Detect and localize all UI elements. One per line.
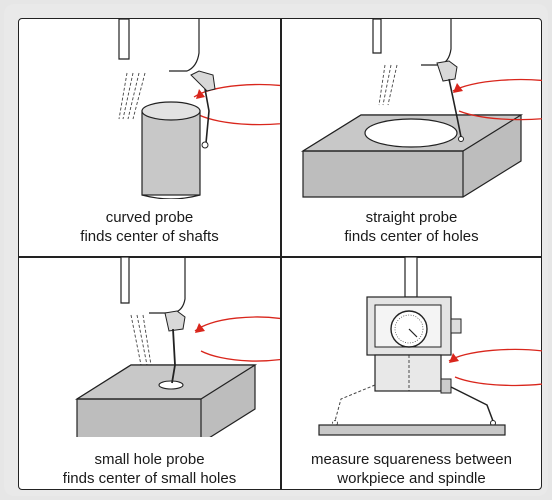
caption: straight probe finds center of holes xyxy=(281,208,542,246)
caption-line-2: finds center of holes xyxy=(344,228,479,245)
cell-small-hole-probe: small hole probe finds center of small h… xyxy=(19,257,280,493)
caption-line-2: finds center of shafts xyxy=(80,228,219,245)
caption-line-2: finds center of small holes xyxy=(62,470,237,487)
outer-frame: curved probe finds center of shafts xyxy=(4,4,548,496)
cell-curved-probe: curved probe finds center of shafts xyxy=(19,19,280,255)
caption-line-1: curved probe xyxy=(105,209,194,226)
small-hole-probe-illustration xyxy=(74,257,280,437)
squareness-dial-illustration xyxy=(318,257,542,436)
grid-divider-horizontal xyxy=(19,256,541,258)
illustration-grid: curved probe finds center of shafts xyxy=(18,18,542,490)
grid-divider-vertical xyxy=(280,19,282,489)
caption-line-1: straight probe xyxy=(365,209,458,226)
cell-squareness: measure squareness between workpiece and… xyxy=(281,257,542,493)
caption-line-2: workpiece and spindle xyxy=(337,470,486,487)
caption: small hole probe finds center of small h… xyxy=(19,450,280,488)
cell-straight-probe: straight probe finds center of holes xyxy=(281,19,542,255)
straight-probe-hole-illustration xyxy=(300,19,542,198)
caption: curved probe finds center of shafts xyxy=(19,208,280,246)
caption: measure squareness between workpiece and… xyxy=(281,450,542,488)
curved-probe-shaft-illustration xyxy=(118,19,280,199)
caption-line-1: small hole probe xyxy=(94,451,205,468)
caption-line-1: measure squareness between xyxy=(311,451,512,468)
